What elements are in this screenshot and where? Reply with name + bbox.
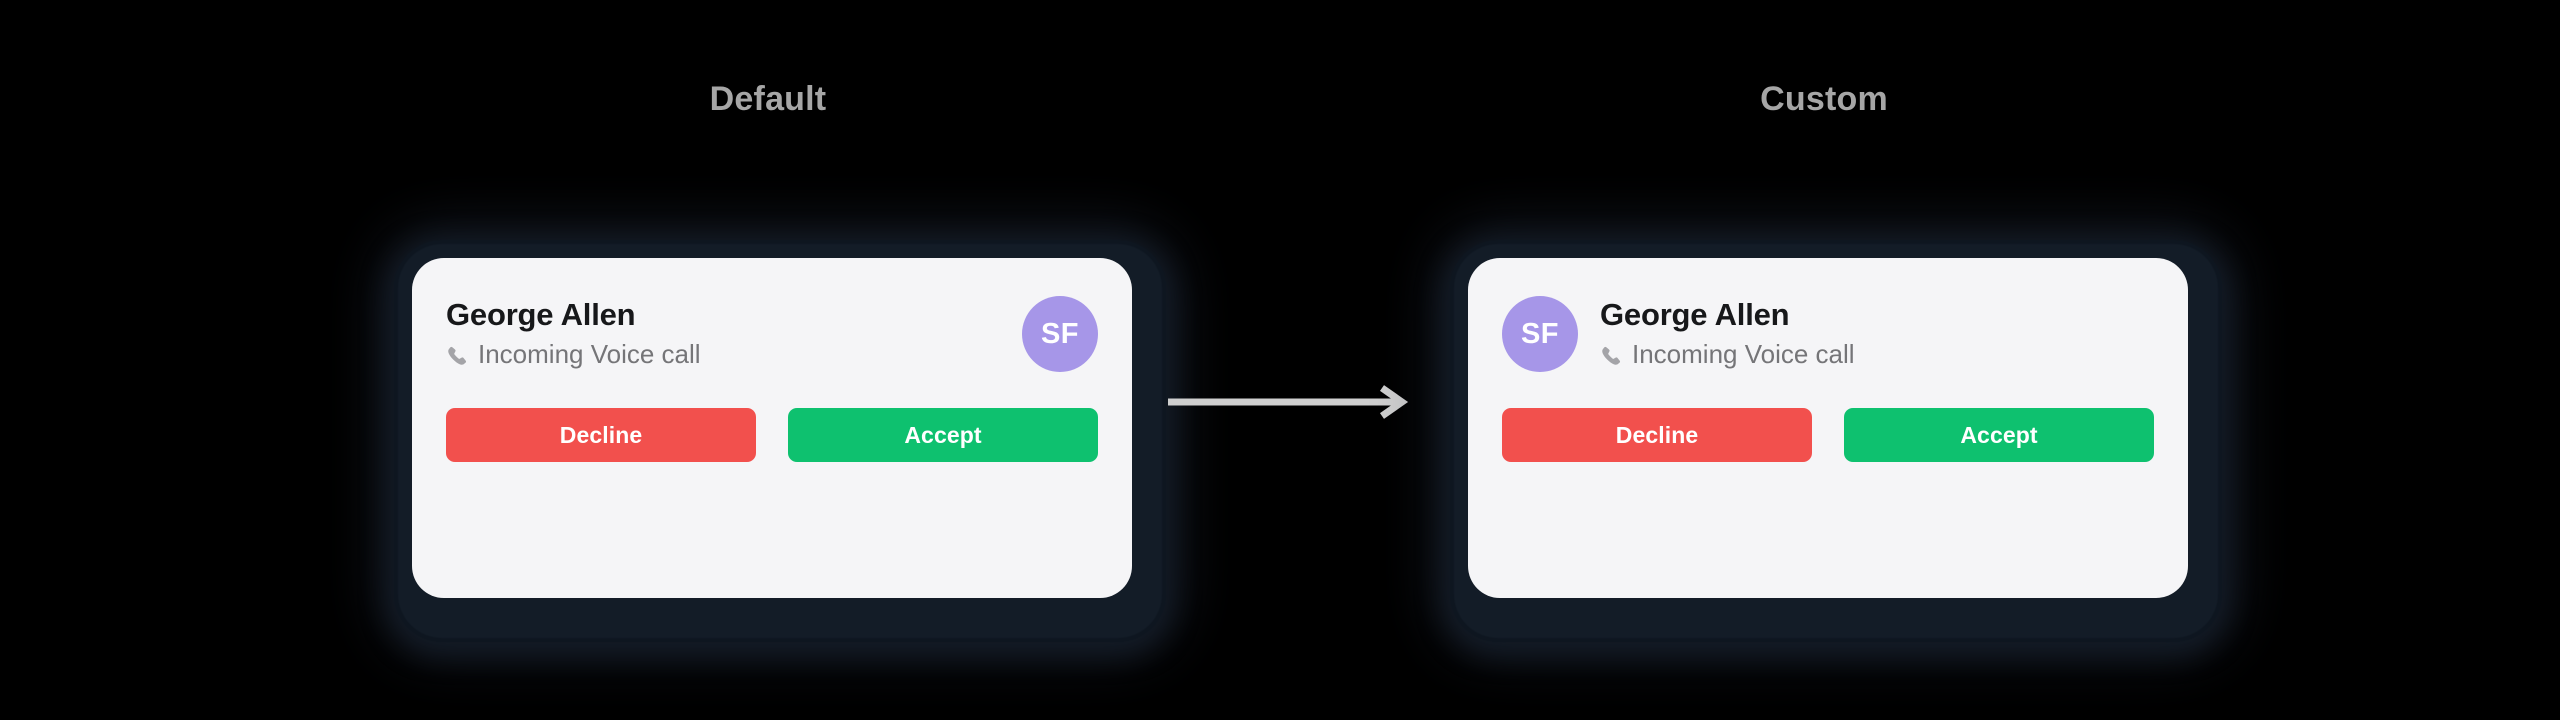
call-status-text: Incoming Voice call xyxy=(478,338,701,369)
avatar: SF xyxy=(1502,296,1578,372)
notification-header: SF George Allen Incoming Voice call xyxy=(1502,288,2154,380)
call-status-row: Incoming Voice call xyxy=(1600,338,2154,370)
avatar: SF xyxy=(1022,296,1098,372)
decline-button[interactable]: Decline xyxy=(1502,408,1812,462)
notification-content: SF George Allen Incoming Voice call Decl… xyxy=(1502,288,2154,462)
notification-card-custom: SF George Allen Incoming Voice call Decl… xyxy=(1444,234,2228,648)
section-label-default: Default xyxy=(709,80,827,118)
call-status-text: Incoming Voice call xyxy=(1632,338,1855,369)
notification-header: George Allen Incoming Voice call SF xyxy=(446,288,1098,380)
notification-actions: Decline Accept xyxy=(446,408,1098,462)
decline-button[interactable]: Decline xyxy=(446,408,756,462)
accept-button[interactable]: Accept xyxy=(1844,408,2154,462)
accept-button[interactable]: Accept xyxy=(788,408,1098,462)
notification-card-default: George Allen Incoming Voice call SF Decl… xyxy=(388,234,1172,648)
notification-content: George Allen Incoming Voice call SF Decl… xyxy=(446,288,1098,462)
caller-info: George Allen Incoming Voice call xyxy=(446,297,1022,370)
phone-icon xyxy=(448,347,466,366)
phone-icon xyxy=(1602,347,1620,366)
caller-info: George Allen Incoming Voice call xyxy=(1600,297,2154,370)
notification-sheet[interactable]: George Allen Incoming Voice call SF Decl… xyxy=(412,258,1132,598)
call-status-row: Incoming Voice call xyxy=(446,338,1022,370)
caller-name: George Allen xyxy=(446,297,636,333)
caller-name: George Allen xyxy=(1600,297,1790,333)
notification-sheet[interactable]: SF George Allen Incoming Voice call Decl… xyxy=(1468,258,2188,598)
notification-actions: Decline Accept xyxy=(1502,408,2154,462)
section-label-custom: Custom xyxy=(1760,80,1888,118)
arrow-right-icon xyxy=(1168,385,1409,419)
